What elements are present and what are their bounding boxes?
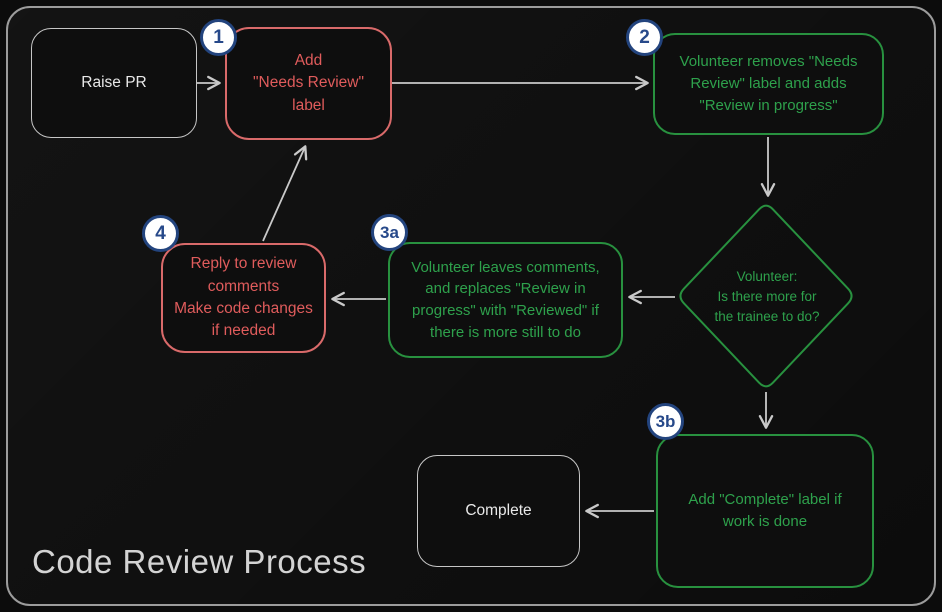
node-complete: Complete: [417, 455, 580, 567]
node-add-needs-review-label: Add "Needs Review" label: [253, 51, 364, 114]
step-badge-3b: 3b: [647, 403, 684, 440]
step-badge-3a: 3a: [371, 214, 408, 251]
node-add-complete-label-label: Add "Complete" label if work is done: [688, 491, 842, 530]
node-complete-label: Complete: [465, 501, 532, 519]
node-volunteer-removes-label: Volunteer removes "Needs Review" label a…: [679, 53, 858, 114]
arrow-step4-to-step1: [262, 145, 308, 242]
node-raise-pr-label: Raise PR: [81, 73, 147, 91]
node-volunteer-removes: Volunteer removes "Needs Review" label a…: [653, 33, 884, 135]
node-add-complete-label: Add "Complete" label if work is done: [656, 434, 874, 588]
decision-diamond: [679, 204, 853, 388]
node-volunteer-leaves-comments-label: Volunteer leaves comments, and replaces …: [411, 258, 600, 341]
step-badge-4: 4: [142, 215, 179, 252]
decision-node-label: Volunteer: Is there more for the trainee…: [714, 268, 820, 325]
node-reply-to-comments-label: Reply to review comments Make code chang…: [174, 255, 313, 340]
diagram-title: Code Review Process: [32, 543, 367, 580]
node-add-needs-review: Add "Needs Review" label: [225, 27, 392, 140]
step-badge-2: 2: [626, 19, 663, 56]
step-badge-1: 1: [200, 19, 237, 56]
node-raise-pr: Raise PR: [31, 28, 197, 138]
node-reply-to-comments: Reply to review comments Make code chang…: [161, 243, 326, 353]
node-volunteer-leaves-comments: Volunteer leaves comments, and replaces …: [388, 242, 623, 358]
